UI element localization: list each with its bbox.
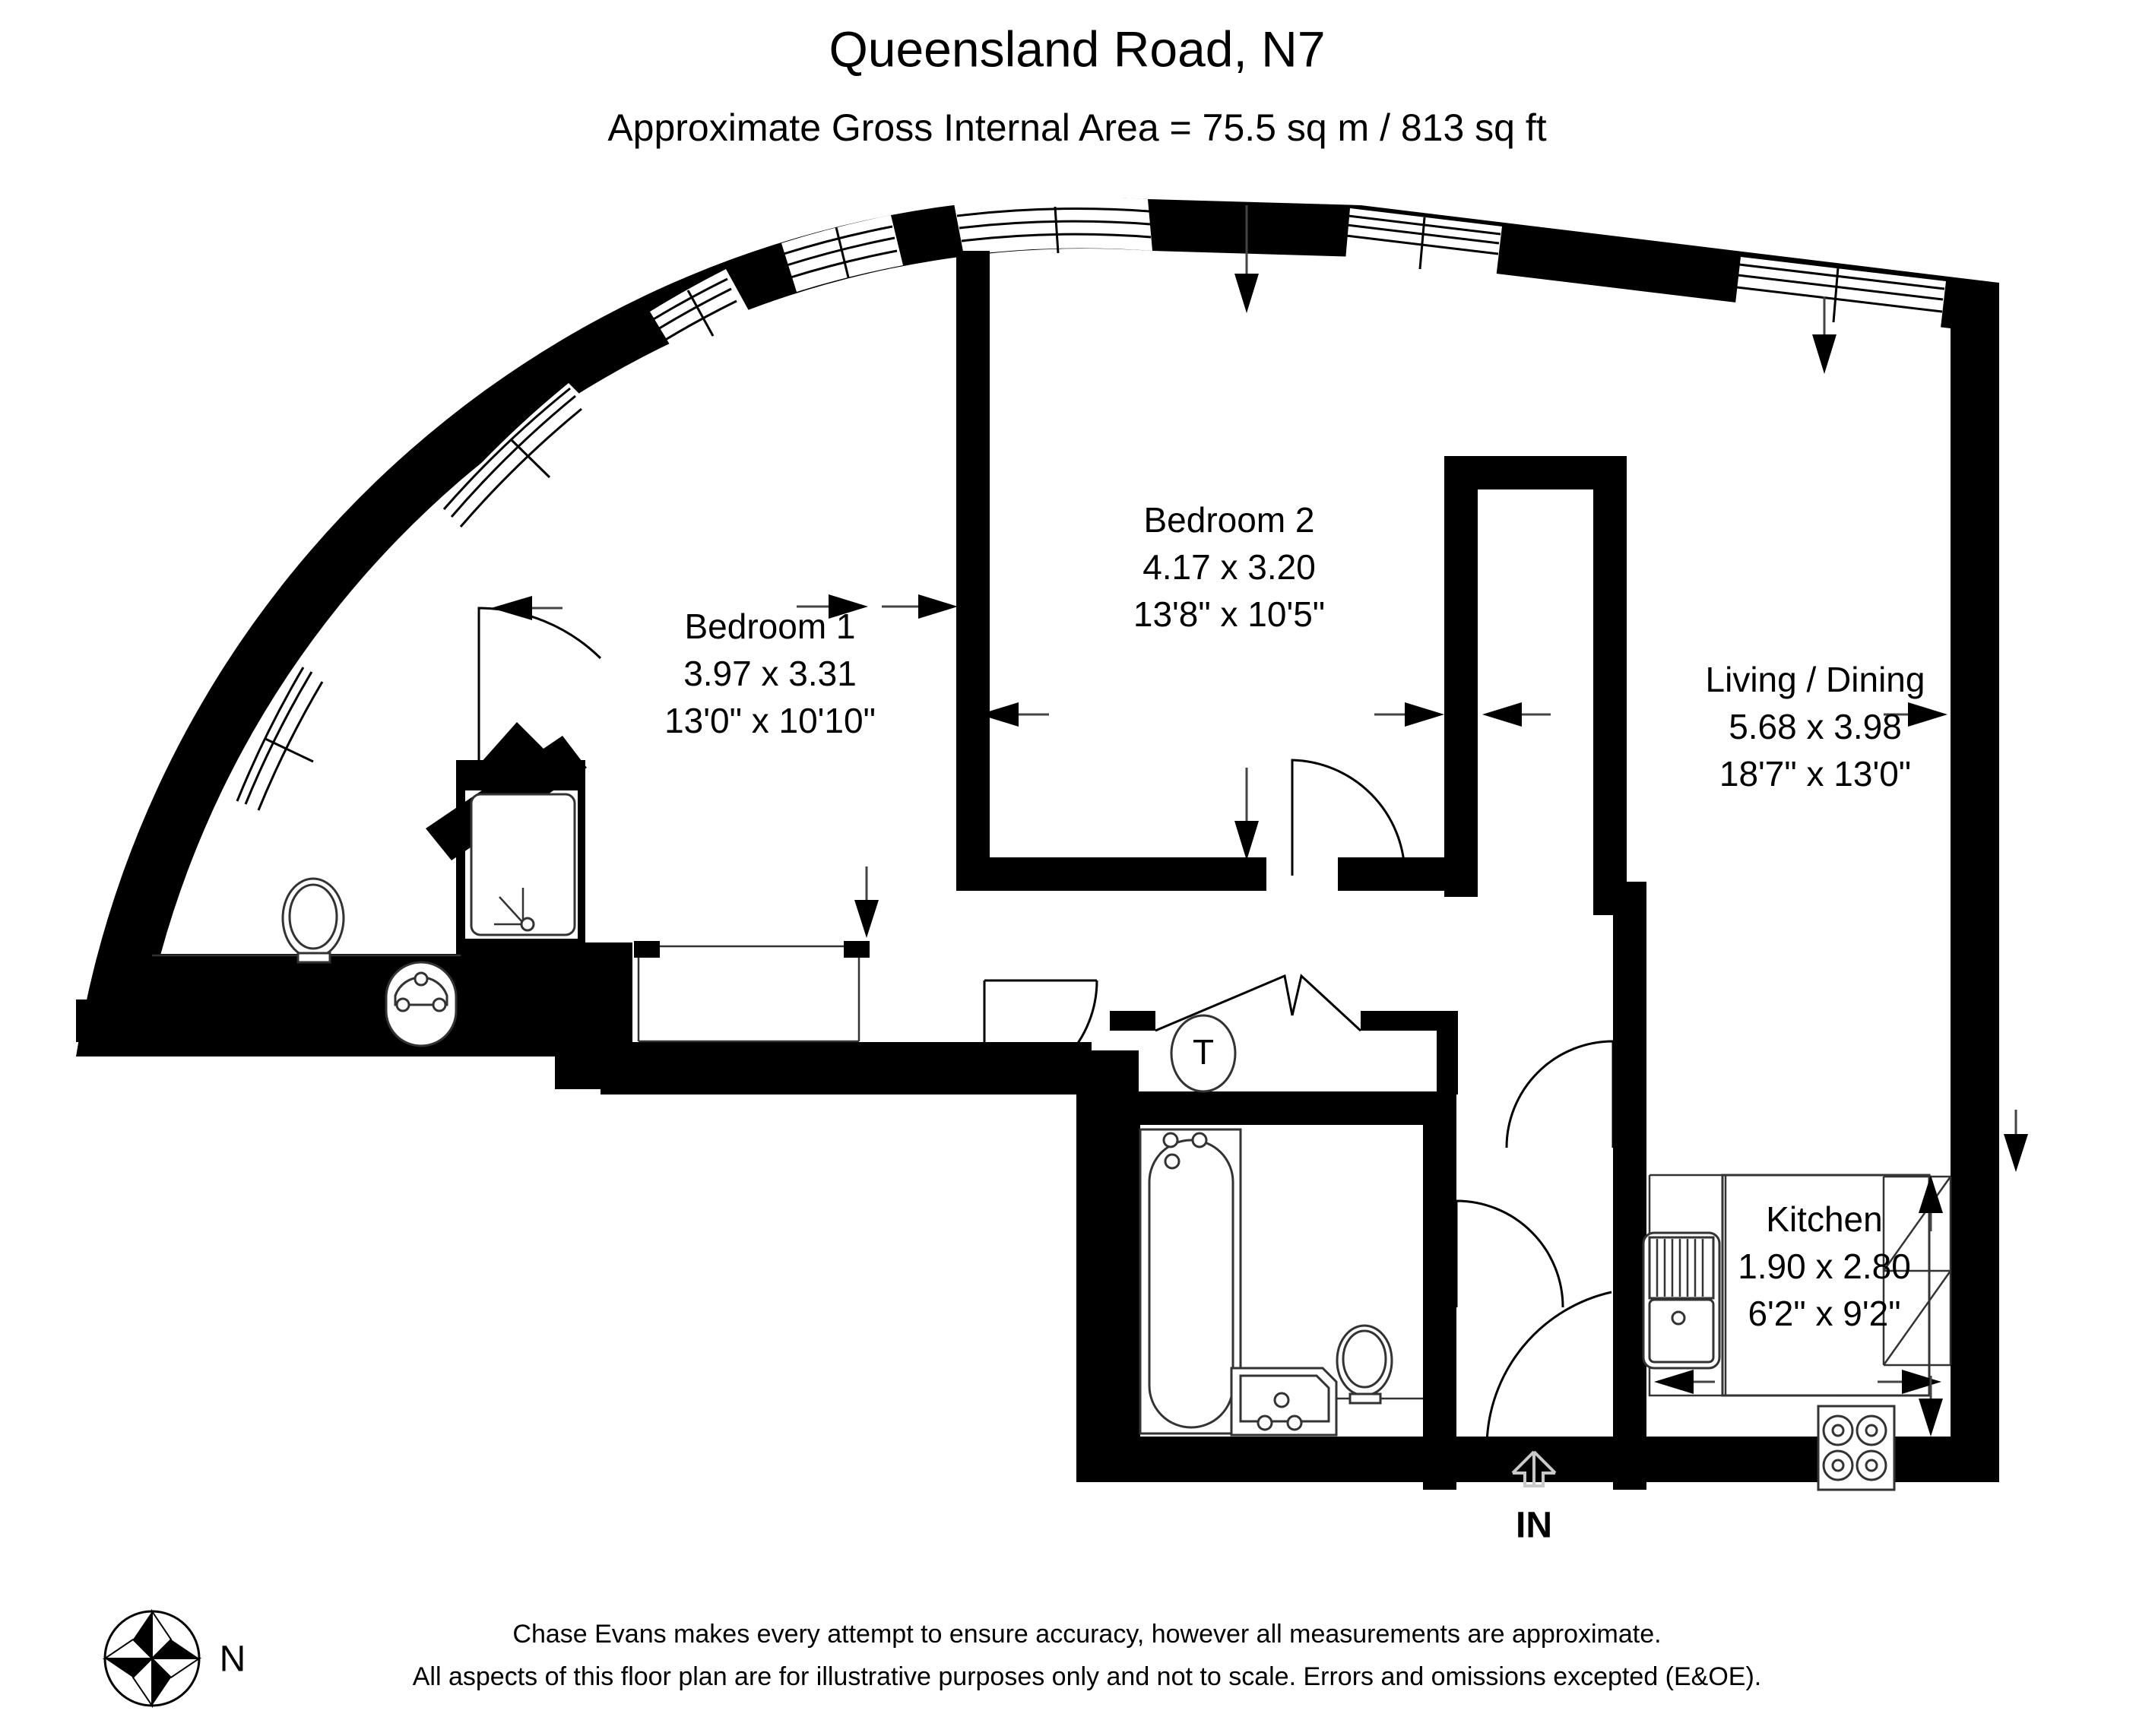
room-label-bedroom-2: Bedroom 2	[1143, 500, 1314, 540]
compass-north-label: N	[220, 1639, 246, 1680]
room-dim-metric-bedroom-1: 3.97 x 3.31	[683, 654, 857, 693]
room-label-kitchen: Kitchen	[1766, 1199, 1882, 1239]
curved-facade-windows	[232, 196, 1152, 817]
tank-label: T	[1193, 1032, 1214, 1072]
entrance-marker: IN	[1511, 1450, 1557, 1546]
kitchen-fixtures	[634, 941, 1952, 1491]
wall-bath-east-upper	[1423, 1117, 1456, 1307]
wall-outer-step-lower2	[555, 1042, 1092, 1089]
interior-floor	[141, 248, 1951, 1437]
wall-hall-west	[1076, 1087, 1110, 1482]
tank-circle-icon	[1170, 1014, 1237, 1093]
entrance-arrow-icon	[1511, 1450, 1557, 1487]
wall-bath-north	[1107, 1091, 1456, 1125]
compass-rose: N	[102, 1608, 246, 1709]
room-label-living-dining: Living / Dining	[1706, 660, 1925, 699]
outside-lower-left	[0, 1079, 601, 1125]
wall-bed2-living	[1444, 456, 1478, 897]
wall-bed1-bed2	[956, 251, 990, 891]
wall-structure	[0, 196, 1999, 1490]
disclaimer-line-1: Chase Evans makes every attempt to ensur…	[512, 1620, 1661, 1649]
wall-living-kitchen-divider	[1613, 882, 1646, 1161]
room-labels: Bedroom 1 3.97 x 3.31 13'0" x 10'10" Bed…	[664, 500, 1925, 1333]
entrance-label: IN	[1516, 1506, 1552, 1546]
room-dim-metric-bedroom-2: 4.17 x 3.20	[1142, 547, 1316, 587]
wall-bed1-south	[141, 954, 613, 999]
room-dim-imperial-living-dining: 18'7" x 13'0"	[1719, 754, 1911, 794]
wall-outer-step-lower	[76, 999, 613, 1042]
room-dim-imperial-kitchen: 6'2" x 9'2"	[1748, 1294, 1900, 1333]
room-label-bedroom-1: Bedroom 1	[684, 607, 855, 646]
north-facade-windows	[1345, 208, 1946, 334]
wall-se-south	[1613, 1441, 1999, 1482]
wall-east-outer	[1951, 319, 1999, 1482]
wall-entry-threshold	[1076, 1449, 1502, 1482]
room-dim-imperial-bedroom-1: 13'0" x 10'10"	[664, 701, 876, 740]
wall-bath-west	[1107, 1091, 1140, 1482]
wall-living-corner	[1613, 882, 1646, 915]
wall-bed2-south-right	[1338, 857, 1478, 891]
wall-living-left	[1593, 456, 1627, 882]
wall-cupboard-east	[1437, 1011, 1458, 1095]
disclaimer-line-2: All aspects of this floor plan are for i…	[413, 1662, 1762, 1691]
page-subtitle: Approximate Gross Internal Area = 75.5 s…	[607, 106, 1546, 149]
bathroom-fixtures	[1139, 1128, 1423, 1437]
ensuite-shower-icon	[470, 793, 576, 936]
bedroom1-cupboard-icon	[634, 941, 870, 1043]
ensuite-fixtures	[152, 793, 576, 1047]
page-title: Queensland Road, N7	[829, 21, 1325, 77]
dimension-markers	[491, 205, 2028, 1437]
room-dim-metric-kitchen: 1.90 x 2.80	[1738, 1247, 1911, 1286]
wall-cupboard-left	[1110, 1011, 1155, 1031]
door-swings	[477, 607, 1615, 1445]
room-dim-imperial-bedroom-2: 13'8" x 10'5"	[1133, 594, 1325, 634]
room-dim-metric-living-dining: 5.68 x 3.98	[1729, 707, 1902, 746]
kitchen-units-icon	[1882, 1175, 1952, 1367]
airing-cupboard-tank: T	[1170, 1014, 1237, 1093]
wall-bed2-south	[956, 857, 1266, 891]
